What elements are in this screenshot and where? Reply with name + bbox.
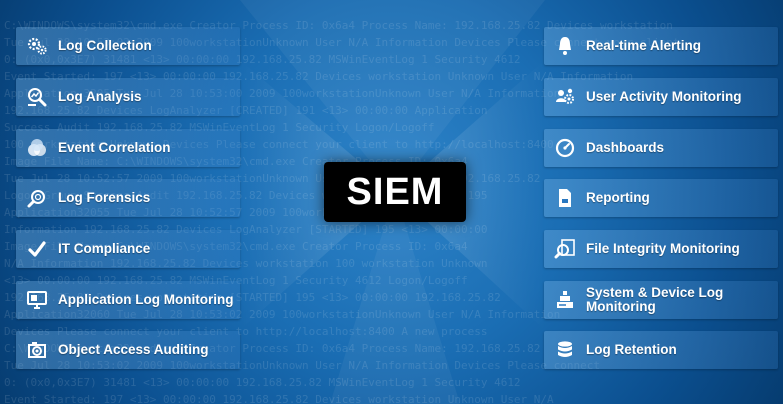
item-label: Event Correlation xyxy=(58,140,171,155)
item-dashboards: Dashboards xyxy=(544,129,778,167)
item-log-analysis: Log Analysis xyxy=(16,78,240,116)
item-system-device-log-monitoring: System & Device Log Monitoring xyxy=(544,281,778,319)
item-label: Log Collection xyxy=(58,38,152,53)
checkmark-icon xyxy=(26,238,48,260)
item-reporting: Reporting xyxy=(544,179,778,217)
users-gear-icon xyxy=(554,86,576,108)
overlapping-circles-icon xyxy=(26,137,48,159)
item-label: File Integrity Monitoring xyxy=(586,241,740,256)
database-icon xyxy=(554,339,576,361)
bell-icon xyxy=(554,35,576,57)
file-magnifier-icon xyxy=(554,238,576,260)
item-user-activity-monitoring: User Activity Monitoring xyxy=(544,78,778,116)
item-object-access-auditing: Object Access Auditing xyxy=(16,331,240,369)
siem-center-box: SIEM xyxy=(324,162,466,222)
magnifier-chart-icon xyxy=(26,86,48,108)
item-label: Log Retention xyxy=(586,342,677,357)
item-label: User Activity Monitoring xyxy=(586,89,742,104)
item-label: Real-time Alerting xyxy=(586,38,702,53)
item-label: Reporting xyxy=(586,190,650,205)
item-label: Log Analysis xyxy=(58,89,142,104)
item-label: System & Device Log Monitoring xyxy=(586,285,724,314)
item-log-retention: Log Retention xyxy=(544,331,778,369)
item-label: Dashboards xyxy=(586,140,665,155)
item-real-time-alerting: Real-time Alerting xyxy=(544,27,778,65)
item-log-collection: Log Collection xyxy=(16,27,240,65)
item-label: Application Log Monitoring xyxy=(58,292,234,307)
device-stack-icon xyxy=(554,289,576,311)
document-icon xyxy=(554,187,576,209)
item-it-compliance: IT Compliance xyxy=(16,230,240,268)
monitor-icon xyxy=(26,289,48,311)
forensics-magnifier-icon xyxy=(26,187,48,209)
item-label: Log Forensics xyxy=(58,190,151,205)
item-label: IT Compliance xyxy=(58,241,151,256)
gears-icon xyxy=(26,35,48,57)
item-label: Object Access Auditing xyxy=(58,342,209,357)
item-application-log-monitoring: Application Log Monitoring xyxy=(16,281,240,319)
camera-eye-icon xyxy=(26,339,48,361)
item-file-integrity-monitoring: File Integrity Monitoring xyxy=(544,230,778,268)
item-event-correlation: Event Correlation xyxy=(16,129,240,167)
gauge-icon xyxy=(554,137,576,159)
item-log-forensics: Log Forensics xyxy=(16,179,240,217)
